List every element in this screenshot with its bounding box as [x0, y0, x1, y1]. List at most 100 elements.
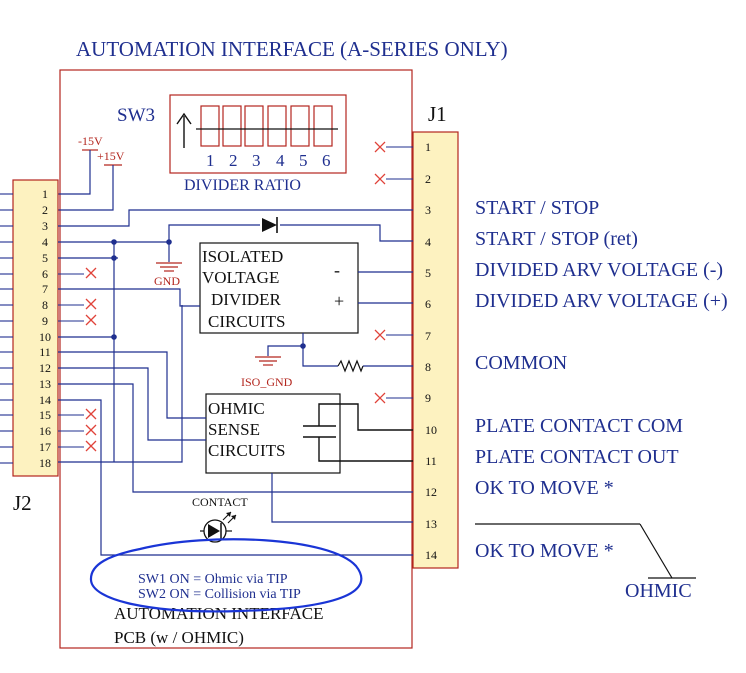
annotation-circle [89, 538, 363, 613]
j1-pin: 5 [425, 266, 431, 280]
j2-pin: 11 [39, 345, 51, 359]
j1-pin: 2 [425, 172, 431, 186]
j1-pin-numbers: 1 2 3 4 5 6 7 8 9 10 11 12 13 14 [425, 140, 437, 562]
j2-pin: 16 [39, 424, 51, 438]
sw3-number: 6 [322, 151, 331, 170]
sw3-number: 4 [276, 151, 285, 170]
j2-pin: 12 [39, 361, 51, 375]
led-icon [200, 511, 237, 543]
sw3-switch-body [169, 94, 347, 174]
j1-pin: 8 [425, 360, 431, 374]
j2-pin: 4 [42, 235, 48, 249]
j1-label: J1 [428, 102, 447, 126]
j1-pin: 6 [425, 297, 431, 311]
isolated-divider-block [199, 242, 359, 334]
signal-label: OK TO MOVE * [475, 477, 614, 499]
svg-text:ISOLATED: ISOLATED [202, 247, 283, 266]
sw3-number: 3 [252, 151, 261, 170]
sw3-number: 2 [229, 151, 238, 170]
note-sw2: SW2 ON = Collision via TIP [138, 587, 301, 602]
sw3-number: 5 [299, 151, 308, 170]
supply-traces [58, 150, 114, 211]
pcb-outline [59, 69, 413, 649]
j2-connector [12, 179, 59, 477]
j1-pin: 3 [425, 203, 431, 217]
svg-text:DIVIDER: DIVIDER [211, 290, 282, 309]
j1-pin: 13 [425, 517, 437, 531]
j1-connector [412, 131, 459, 569]
j1-pin: 12 [425, 485, 437, 499]
j1-pin: 4 [425, 235, 431, 249]
svg-text:CIRCUITS: CIRCUITS [208, 441, 285, 460]
j1-pin: 11 [425, 454, 437, 468]
ohmic-label: OHMIC [625, 580, 692, 602]
svg-text:OHMIC: OHMIC [208, 399, 265, 418]
sw3-label: SW3 [117, 105, 155, 126]
j1-pin: 1 [425, 140, 431, 154]
contact-label: CONTACT [192, 495, 248, 509]
j2-pin: 6 [42, 267, 48, 281]
supply-pos-label: +15V [97, 149, 125, 163]
j2-pin: 9 [42, 314, 48, 328]
j2-pin: 7 [42, 282, 48, 296]
signal-label: PLATE CONTACT COM [475, 415, 683, 437]
wiring-traces [58, 209, 413, 556]
j2-pin: 10 [39, 330, 51, 344]
j1-signal-labels: START / STOP START / STOP (ret) DIVIDED … [475, 197, 728, 562]
j2-pin-numbers: 1 2 3 4 5 6 7 8 9 10 11 12 13 14 15 16 1… [39, 187, 51, 470]
signal-label: PLATE CONTACT OUT [475, 446, 679, 468]
svg-text:CIRCUITS: CIRCUITS [208, 312, 285, 331]
junction-dots [111, 239, 306, 349]
j1-pin: 7 [425, 329, 431, 343]
j2-pin: 13 [39, 377, 51, 391]
ohmic-sense-block [205, 393, 341, 474]
pcb-label-line2: PCB (w / OHMIC) [114, 628, 244, 647]
j2-pin: 3 [42, 219, 48, 233]
diode-icon [262, 217, 278, 233]
j1-unused-pin-traces [386, 146, 413, 399]
j1-pin: 10 [425, 423, 437, 437]
svg-text:SENSE: SENSE [208, 420, 260, 439]
j1-pin: 9 [425, 391, 431, 405]
j2-pin: 14 [39, 393, 51, 407]
diagram-title: AUTOMATION INTERFACE (A-SERIES ONLY) [76, 37, 508, 61]
gnd-label: GND [154, 274, 180, 288]
j2-pin: 8 [42, 298, 48, 312]
divider-plus-terminal: + [334, 291, 344, 311]
ohmic-sense-text: OHMIC SENSE CIRCUITS [208, 399, 285, 460]
signal-label: DIVIDED ARV VOLTAGE (-) [475, 259, 723, 281]
sw3-arrow-icon [176, 112, 192, 148]
sw3-numbers: 1 2 3 4 5 6 [206, 151, 331, 170]
signal-label: COMMON [475, 352, 567, 374]
resistor-icon [337, 359, 364, 373]
signal-label: DIVIDED ARV VOLTAGE (+) [475, 290, 728, 312]
sw3-number: 1 [206, 151, 215, 170]
j2-unused-pin-traces [58, 273, 84, 448]
signal-label: START / STOP [475, 197, 599, 219]
signal-label: START / STOP (ret) [475, 228, 638, 250]
supply-neg-label: -15V [78, 134, 103, 148]
svg-text:VOLTAGE: VOLTAGE [202, 268, 279, 287]
j2-label: J2 [13, 491, 32, 515]
j2-pin: 1 [42, 187, 48, 201]
gnd-symbol-icon [156, 262, 182, 272]
capacitor-icon [303, 403, 413, 462]
j2-pin: 18 [39, 456, 51, 470]
isolated-divider-text: ISOLATED VOLTAGE DIVIDER CIRCUITS [202, 247, 285, 331]
iso-gnd-label: ISO_GND [241, 375, 293, 389]
iso-gnd-symbol-icon [255, 356, 281, 366]
sw3-caption: DIVIDER RATIO [184, 177, 301, 194]
ohmic-switch-icon [475, 523, 696, 579]
j2-pin: 5 [42, 251, 48, 265]
note-sw1: SW1 ON = Ohmic via TIP [138, 572, 288, 587]
sw3-dip-switches [200, 105, 333, 147]
signal-label: OK TO MOVE * [475, 540, 614, 562]
j1-unused-pin-x-icons [374, 141, 386, 404]
j2-pin: 17 [39, 440, 51, 454]
j2-unused-pin-x-icons [85, 267, 97, 452]
j2-lead-stubs [0, 193, 13, 464]
divider-minus-terminal: - [334, 260, 340, 280]
j2-pin: 15 [39, 408, 51, 422]
j2-pin: 2 [42, 203, 48, 217]
